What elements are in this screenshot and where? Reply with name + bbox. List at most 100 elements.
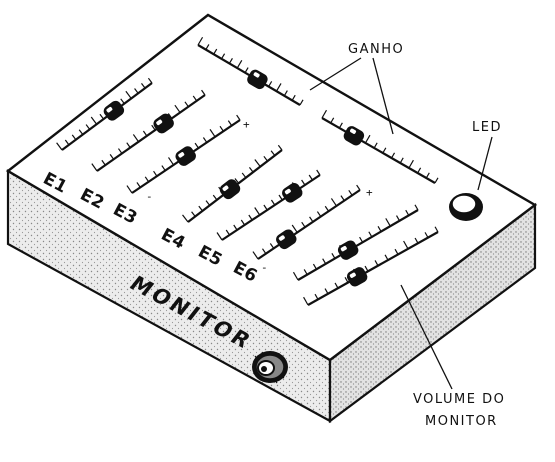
fader-tick (141, 82, 146, 89)
fader-tick (278, 194, 283, 201)
fader-tick (364, 134, 371, 144)
fader-tick (197, 36, 204, 46)
fader-tick (117, 148, 123, 154)
fader-tick (356, 184, 361, 191)
fader-tick (268, 81, 273, 87)
fader-tick (147, 77, 153, 84)
fader-tick (330, 117, 335, 124)
fader-tick (334, 282, 339, 289)
fader-tick (384, 254, 389, 261)
fader-tick (299, 99, 304, 106)
fader-tick (194, 142, 199, 149)
fader-tick (330, 198, 337, 207)
led-leader (477, 136, 493, 191)
fader-tick (348, 190, 353, 196)
fader-tick (368, 231, 373, 238)
fader-tick (434, 177, 439, 184)
fader-tick (134, 88, 139, 94)
fader-tick (391, 152, 396, 159)
fader-tick (292, 271, 299, 281)
fader-gain-1 (197, 36, 304, 106)
fader-tick (394, 248, 399, 255)
fader-knob (343, 126, 365, 146)
fader-volume-a (292, 204, 419, 281)
fader-e3 (126, 114, 241, 194)
fader-knob (337, 240, 359, 260)
fader-knob (247, 69, 268, 90)
fader-tick (261, 248, 267, 255)
fader-tick (338, 122, 343, 129)
fader-tick (221, 53, 226, 60)
fader-tick (382, 147, 387, 154)
fader-tick (405, 209, 410, 216)
fader-tick (385, 218, 391, 227)
fader-tick (64, 139, 70, 146)
fader-tick (364, 265, 369, 272)
fader-tick (291, 94, 296, 101)
fader-tick (78, 129, 84, 135)
fader-tick (344, 277, 349, 283)
fader-knob (219, 179, 241, 200)
ganho-leaders (309, 57, 394, 135)
fader-tick (269, 243, 275, 249)
fader-tick (291, 224, 298, 233)
minus-mark: - (261, 261, 268, 274)
fader-tick (283, 90, 288, 97)
fader-tick (303, 296, 309, 306)
fader-e6 (252, 184, 361, 260)
fader-tick (174, 104, 181, 113)
fader-e2 (91, 89, 206, 172)
fader-tick (263, 204, 268, 211)
fader-group (56, 36, 439, 306)
fader-tick (244, 67, 249, 73)
fader-tick (303, 269, 308, 275)
fader-tick (408, 159, 414, 169)
fader-tick (324, 205, 330, 212)
fader-knob (276, 229, 297, 250)
fader-tick (213, 48, 218, 55)
fader-knob (103, 100, 125, 121)
fader-tick (316, 211, 322, 217)
fader-tick (301, 179, 306, 186)
fader-tick (236, 114, 241, 121)
fader-tick (308, 174, 313, 181)
fader-tick (126, 185, 133, 194)
fader-tick (167, 113, 173, 119)
fader-tick (275, 83, 282, 92)
fader-tick (228, 57, 233, 64)
fader-tick (91, 163, 98, 172)
ganho-label: GANHO (348, 42, 404, 57)
volume-label-line1: VOLUME DO (413, 392, 505, 407)
fader-tick (248, 167, 254, 173)
fader-tick (168, 157, 175, 166)
fader-tick (321, 109, 328, 119)
fader-tick (216, 232, 223, 241)
fader-tick (359, 236, 364, 243)
fader-tick (151, 124, 156, 131)
fader-tick (225, 229, 231, 236)
fader-tick (252, 251, 259, 260)
fader-tick (324, 288, 329, 295)
fader-tick (414, 204, 419, 211)
minus-mark: - (146, 190, 153, 203)
fader-tick (142, 130, 148, 137)
fader-tick (202, 137, 208, 143)
fader-gain-2 (321, 109, 439, 184)
fader-tick (132, 134, 140, 143)
fader-tick (248, 214, 253, 221)
fader-tick (212, 194, 218, 201)
led-label: LED (472, 120, 502, 135)
fader-tick (191, 211, 196, 217)
fader-tick (234, 178, 240, 184)
fader-tick (236, 60, 243, 69)
plus-mark: + (243, 118, 250, 131)
fader-tick (109, 154, 115, 160)
fader-tick (254, 159, 261, 167)
fader-tick (270, 150, 276, 156)
fader-rail (321, 117, 436, 184)
fader-tick (331, 252, 336, 259)
fader-tick (56, 142, 63, 151)
fader-tick (254, 207, 261, 216)
fader-tick (322, 258, 327, 265)
